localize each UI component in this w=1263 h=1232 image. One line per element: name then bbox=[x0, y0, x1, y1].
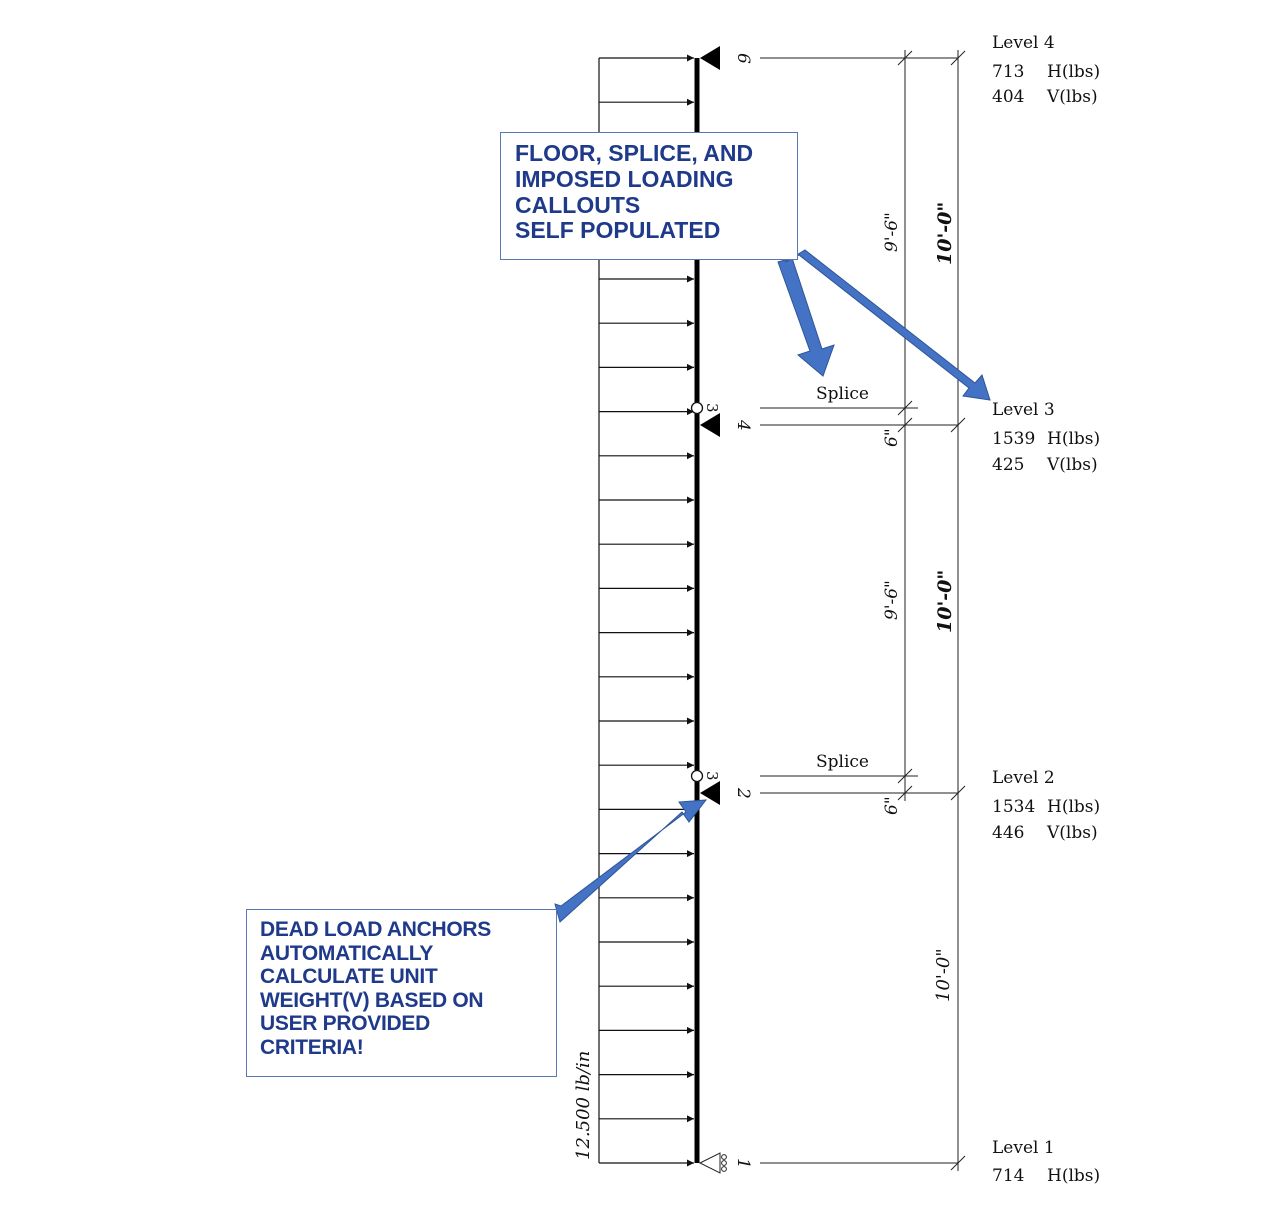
level-3-v-unit: V(lbs) bbox=[1046, 455, 1098, 475]
base-pin-support-icon bbox=[698, 1152, 727, 1174]
node-label-6: 6 bbox=[733, 53, 753, 64]
anchor-icon-node-6 bbox=[700, 46, 720, 70]
level-3-name: Level 3 bbox=[992, 400, 1055, 420]
level-3-h-value: 1539 bbox=[992, 429, 1035, 449]
callout-top-line-4: SELF POPULATED bbox=[515, 217, 721, 244]
level-2-v-unit: V(lbs) bbox=[1046, 823, 1098, 843]
callout-box-floor-splice: FLOOR, SPLICE, AND IMPOSED LOADING CALLO… bbox=[500, 132, 798, 260]
callout-arrow-to-splice bbox=[777, 257, 835, 377]
callout-top-line-2: IMPOSED LOADING bbox=[515, 165, 734, 192]
callout-bottom-line-6: CRITERIA! bbox=[260, 1035, 364, 1059]
level-extension-lines bbox=[760, 57, 958, 1164]
level-4-name: Level 4 bbox=[992, 33, 1055, 53]
callout-top-line-1: FLOOR, SPLICE, AND bbox=[515, 140, 754, 166]
level-4-h-unit: H(lbs) bbox=[1047, 62, 1100, 82]
level-1-name: Level 1 bbox=[992, 1138, 1055, 1158]
inner-dimension-label-1: 9'-6" bbox=[882, 212, 902, 252]
inner-dimension-label-2: 6" bbox=[882, 428, 902, 447]
outer-dimension-label-3: 10'-0" bbox=[933, 948, 954, 1002]
callout-arrow-to-anchor bbox=[554, 799, 708, 923]
splice-node-label-lower: 3 bbox=[703, 771, 721, 781]
splice-node-label-upper: 3 bbox=[703, 403, 721, 413]
node-label-1: 1 bbox=[733, 1158, 753, 1169]
callout-bottom-line-1: DEAD LOAD ANCHORS bbox=[260, 918, 491, 941]
anchor-icon-node-2 bbox=[700, 781, 720, 805]
level-2-name: Level 2 bbox=[992, 768, 1055, 788]
inner-dimension-chain bbox=[897, 50, 913, 801]
level-1-h-value: 714 bbox=[992, 1166, 1024, 1186]
callout-top-line-3: CALLOUTS bbox=[515, 191, 641, 218]
node-label-4: 4 bbox=[733, 419, 753, 431]
inner-dimension-label-3: 9'-6" bbox=[882, 580, 902, 620]
splice-label-lower: Splice bbox=[816, 752, 869, 772]
outer-dimension-label-1: 10'-0" bbox=[934, 202, 956, 265]
callout-arrow-to-level-3 bbox=[784, 249, 991, 401]
splice-hinge-icon-lower bbox=[690, 769, 704, 783]
inner-dimension-label-4: 6" bbox=[882, 796, 902, 815]
level-2-v-value: 446 bbox=[992, 823, 1024, 843]
level-1-h-unit: H(lbs) bbox=[1047, 1166, 1100, 1186]
level-4-v-value: 404 bbox=[992, 87, 1024, 107]
callout-bottom-line-2: AUTOMATICALLY bbox=[260, 941, 434, 965]
level-4-v-unit: V(lbs) bbox=[1046, 87, 1098, 107]
splice-hinge-icon-upper bbox=[690, 401, 704, 415]
level-4-h-value: 713 bbox=[992, 62, 1024, 82]
splice-label-upper: Splice bbox=[816, 384, 869, 404]
callout-bottom-line-4: WEIGHT(V) BASED ON bbox=[260, 988, 484, 1012]
callout-bottom-line-3: CALCULATE UNIT bbox=[260, 965, 438, 989]
callout-bottom-line-5: USER PROVIDED bbox=[260, 1012, 430, 1036]
level-2-h-value: 1534 bbox=[992, 797, 1035, 817]
distributed-load-arrows bbox=[599, 54, 694, 1167]
outer-dimension-chain bbox=[950, 50, 966, 1171]
node-label-2: 2 bbox=[733, 787, 753, 799]
outer-dimension-label-2: 10'-0" bbox=[934, 570, 956, 633]
level-3-h-unit: H(lbs) bbox=[1047, 429, 1100, 449]
level-2-h-unit: H(lbs) bbox=[1047, 797, 1100, 817]
callout-box-dead-load: DEAD LOAD ANCHORS AUTOMATICALLY CALCULAT… bbox=[246, 909, 557, 1077]
level-3-v-value: 425 bbox=[992, 455, 1024, 475]
load-magnitude-label: 12.500 lb/in bbox=[573, 1051, 594, 1160]
anchor-icon-node-4 bbox=[700, 413, 720, 437]
